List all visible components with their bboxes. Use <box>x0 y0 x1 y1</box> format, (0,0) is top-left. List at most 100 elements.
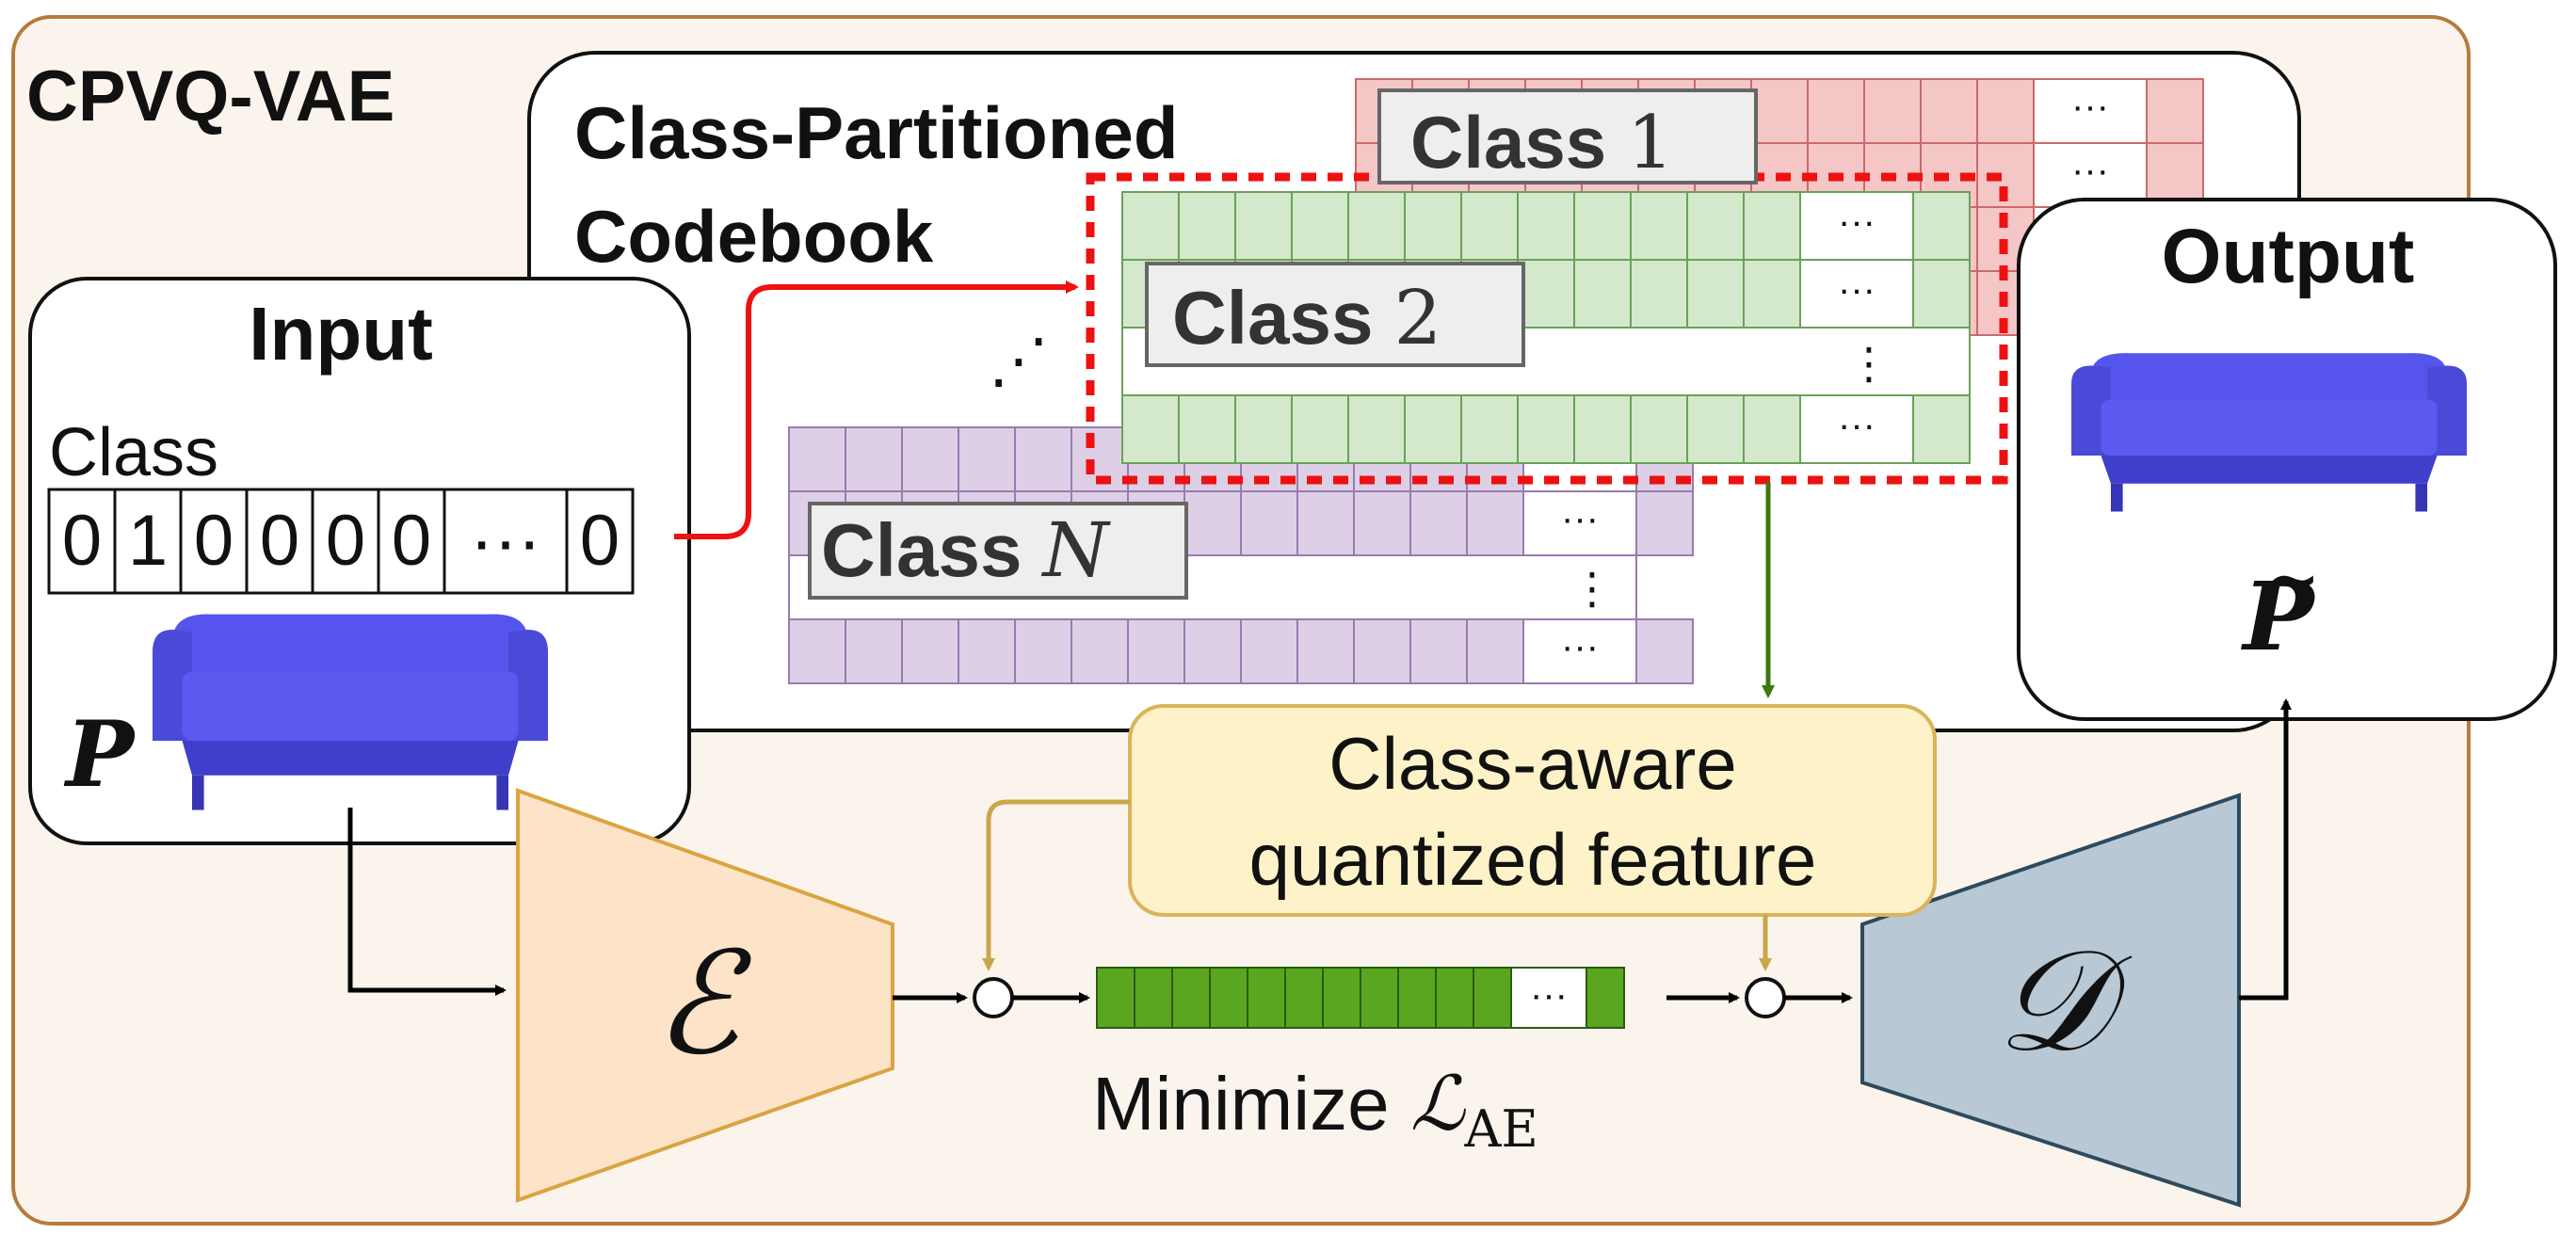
codebook-ellipsis-cell <box>2033 78 2148 144</box>
onehot-value: ··· <box>470 501 541 581</box>
codebook-cell <box>1296 490 1355 556</box>
decoder-block <box>1860 793 2241 1208</box>
encoder-symbol: ℰ <box>654 922 752 1086</box>
quantized-label-line1: Class-aware <box>1328 722 1736 805</box>
codebook-cell <box>1630 394 1688 464</box>
codebook-cell <box>1121 394 1180 464</box>
latent-feature-vector: ··· <box>1096 967 1625 1029</box>
codebook-cell <box>1121 191 1180 261</box>
feature-cell <box>1284 967 1324 1029</box>
onehot-value: 0 <box>194 501 233 581</box>
encoder-block <box>516 788 894 1203</box>
input-symbol: P <box>63 701 137 808</box>
feature-cell <box>1134 967 1173 1029</box>
codebook-cell <box>1573 394 1632 464</box>
output-symbol: P <box>2240 561 2316 672</box>
codebook-cell <box>845 618 903 684</box>
class1-label-index: 1 <box>1627 101 1674 185</box>
codebook-ellipsis: ··· <box>2071 86 2109 127</box>
pre-quant-node <box>973 977 1014 1018</box>
codebook-cell <box>1353 490 1411 556</box>
feature-cell <box>1096 967 1135 1029</box>
codebook-cell <box>1014 618 1072 684</box>
output-title: Output <box>2162 214 2415 299</box>
feature-cell <box>1171 967 1211 1029</box>
feature-cell <box>1209 967 1248 1029</box>
codebook-cell <box>1347 191 1406 261</box>
codebook-ellipsis: ··· <box>1838 269 1876 311</box>
output-symbol-tilde: ~ <box>2265 540 2321 618</box>
codebook-cell <box>1743 259 1801 329</box>
codebook-vdots: ⋮ <box>1570 564 1614 613</box>
codebook-cell <box>1460 191 1519 261</box>
input-title: Input <box>249 292 432 376</box>
codebook-cell <box>845 426 903 492</box>
codebook-cell <box>958 618 1016 684</box>
codebook-diagonal-dots: ⋰ <box>989 327 1049 394</box>
codebook-cell <box>788 426 846 492</box>
input-class-label: Class <box>49 415 218 490</box>
loss-label: Minimize ℒAE <box>1092 1060 1538 1159</box>
codebook-cell <box>1743 394 1801 464</box>
feature-cell <box>1435 967 1474 1029</box>
loss-symbol: ℒ <box>1410 1060 1466 1147</box>
codebook-ellipsis-cell <box>2033 142 2148 208</box>
onehot-cell <box>565 488 635 595</box>
codebook-ellipsis: ··· <box>2071 150 2109 191</box>
codebook-cell <box>1863 78 1922 144</box>
codebook-cell <box>1573 259 1632 329</box>
input-to-encoder-arrow <box>347 808 507 996</box>
codebook-cell <box>1234 191 1293 261</box>
codebook-cell <box>1183 490 1242 556</box>
codebook-last-cell <box>1635 490 1694 556</box>
codebook-cell <box>1460 394 1519 464</box>
codebook-last-cell <box>2146 142 2204 208</box>
codebook-cell <box>1743 191 1801 261</box>
codebook-cell <box>1409 618 1468 684</box>
codebook-cell <box>1240 490 1298 556</box>
onehot-value: 0 <box>392 501 431 581</box>
codebook-ellipsis-cell <box>1522 618 1637 684</box>
feature-cell <box>1322 967 1361 1029</box>
feature-cell <box>1397 967 1437 1029</box>
class2-label-index: 2 <box>1393 274 1441 361</box>
codebook-cell <box>1409 490 1468 556</box>
codebook-cell <box>1517 191 1575 261</box>
codebook-cell <box>1404 394 1462 464</box>
codebook-cell <box>1920 78 1978 144</box>
codebook-ellipsis: ··· <box>1838 405 1876 446</box>
classN-label-word: Class <box>821 508 1022 592</box>
codebook-cell <box>1976 78 2035 144</box>
codebook-cell <box>1234 394 1293 464</box>
feature-cell <box>1473 967 1512 1029</box>
codebook-ellipsis: ··· <box>1561 498 1599 539</box>
onehot-cell <box>47 488 117 595</box>
feature-ellipsis: ··· <box>1530 974 1568 1016</box>
codebook-cell <box>1466 490 1524 556</box>
feature-cell <box>1247 967 1286 1029</box>
codebook-cell <box>1240 618 1298 684</box>
codebook-cell <box>901 618 959 684</box>
codebook-cell <box>1404 191 1462 261</box>
codebook-cell <box>1686 259 1745 329</box>
codebook-cell <box>1807 78 1865 144</box>
codebook-last-cell <box>1635 618 1694 684</box>
codebook-cell <box>1517 259 1575 329</box>
feature-last-cell <box>1586 967 1625 1029</box>
codebook-cell <box>1014 426 1072 492</box>
codebook-last-cell <box>1912 191 1971 261</box>
quantized-label-line2: quantized feature <box>1249 818 1817 901</box>
codebook-cell <box>1291 191 1349 261</box>
codebook-cell <box>1291 394 1349 464</box>
loss-subscript: AE <box>1463 1099 1538 1159</box>
codebook-cell <box>1178 394 1236 464</box>
feature-ellipsis-cell <box>1510 967 1587 1029</box>
